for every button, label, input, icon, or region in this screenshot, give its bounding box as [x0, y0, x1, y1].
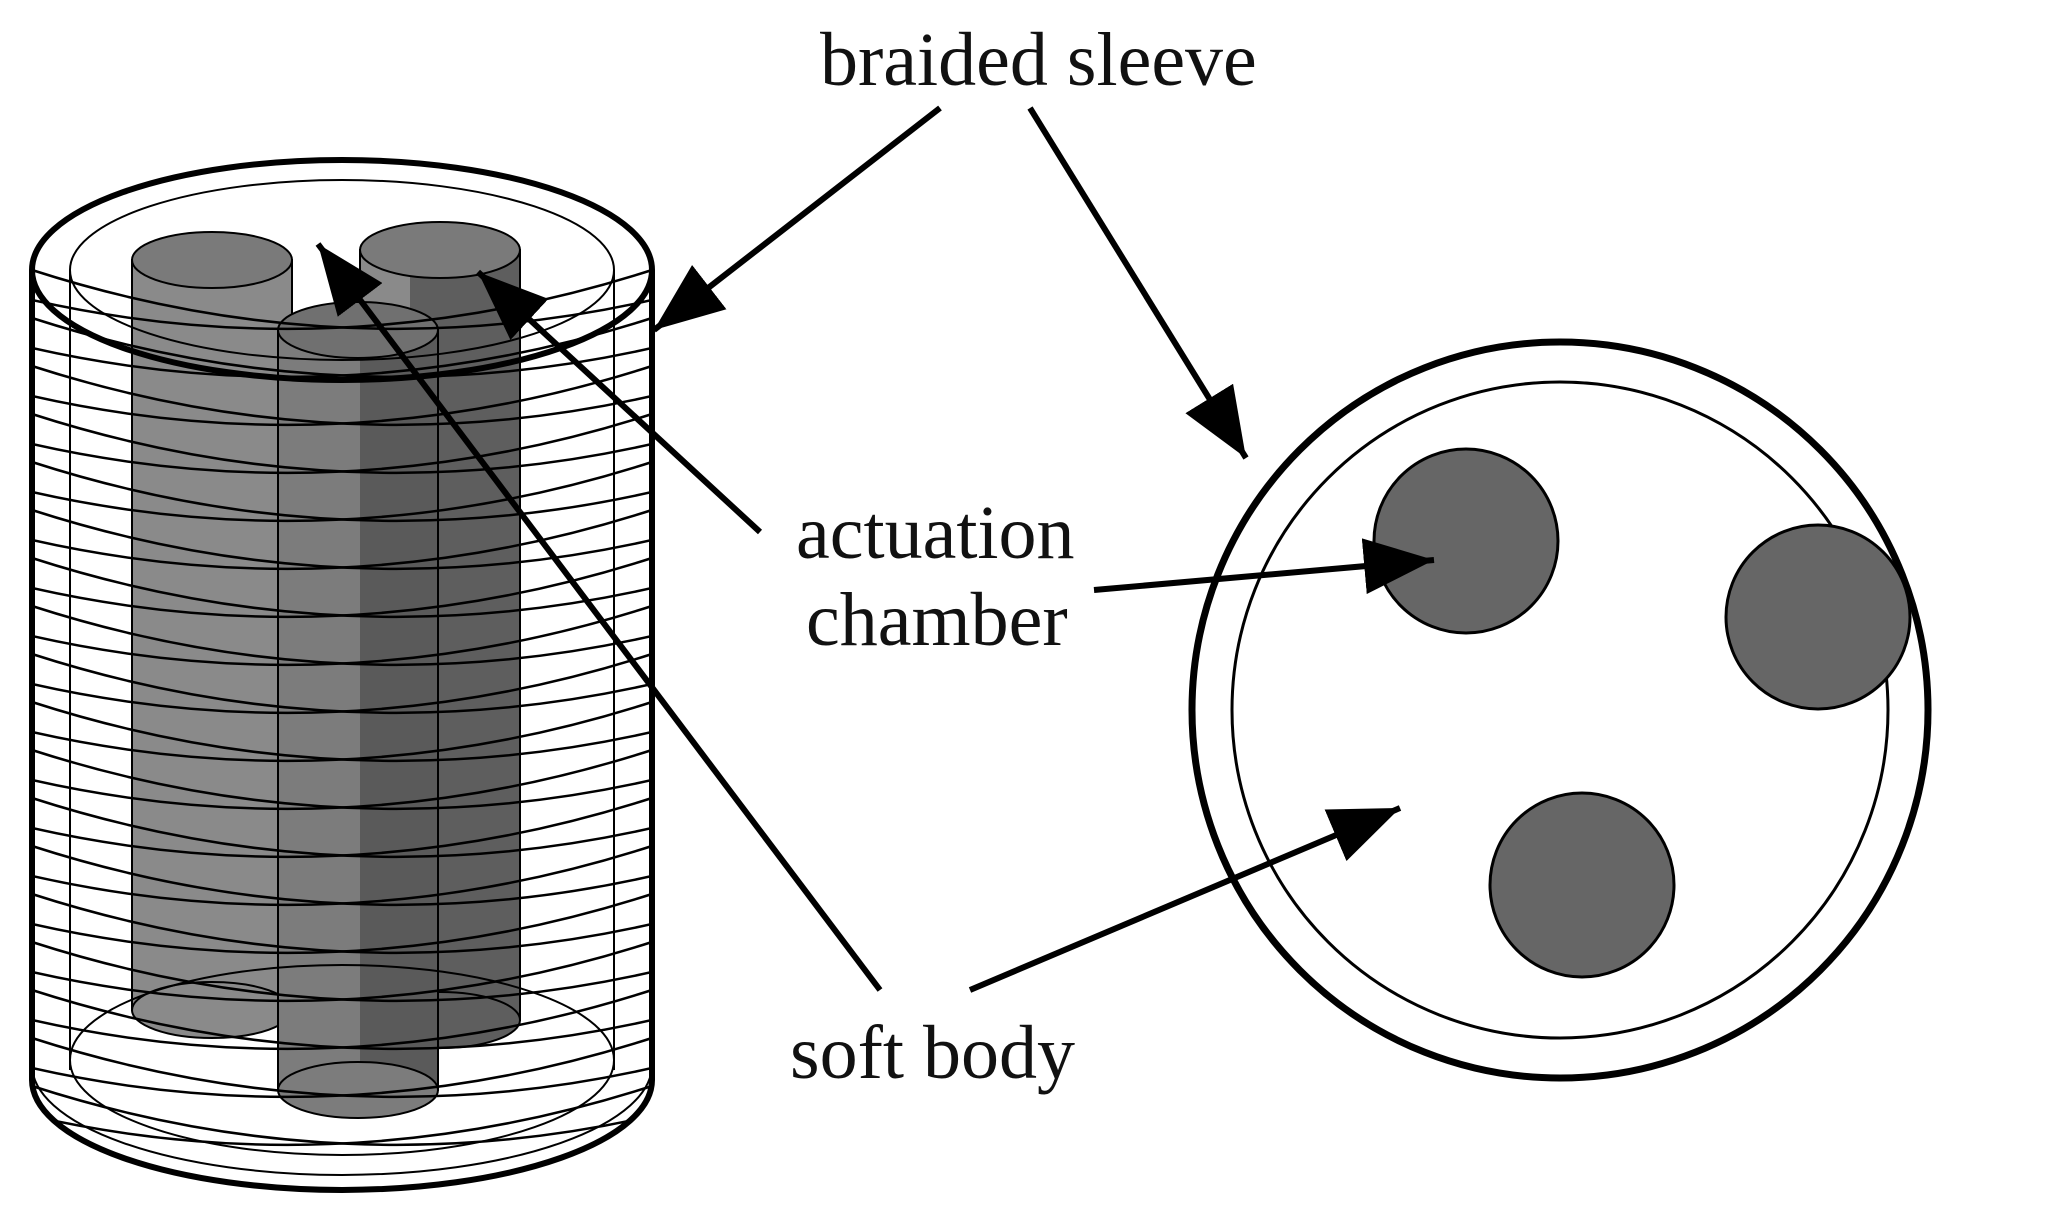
- braid-strand: [32, 412, 652, 475]
- braid-strand: [32, 988, 652, 1051]
- braid-strand: [32, 556, 652, 619]
- braid-strand: [32, 940, 652, 1003]
- braid-strand: [32, 316, 652, 379]
- braid-strand: [32, 700, 652, 763]
- label-braided-sleeve: braided sleeve: [820, 18, 1257, 102]
- cross-section-view: [1188, 338, 1932, 1082]
- arrow-actuation-chamber-right: [1093, 538, 1435, 595]
- soft-body-outline-3d: [69, 270, 615, 1156]
- arrow-actuation-chamber-left: [475, 269, 763, 535]
- braid-strand: [32, 508, 652, 571]
- braid-strand: [32, 748, 652, 811]
- label-chamber: chamber: [806, 578, 1068, 662]
- chamber-circle-3: [1488, 791, 1676, 979]
- braid-strand: [32, 268, 652, 331]
- braid-strand: [32, 844, 652, 907]
- annotation-arrows: [315, 105, 1435, 993]
- outer-cylinder-outline: [29, 157, 655, 1193]
- braid-strand: [32, 1084, 652, 1147]
- braid-strand: [32, 652, 652, 715]
- braid-strand: [32, 1036, 652, 1099]
- cylinder-3d-view: [29, 157, 655, 1193]
- inner-tubes: [131, 221, 521, 1119]
- braided-sleeve-mesh: [32, 268, 652, 1147]
- arrow-braided-sleeve-right: [1027, 106, 1249, 460]
- braid-strand: [32, 460, 652, 523]
- braid-strand: [32, 892, 652, 955]
- label-soft-body: soft body: [790, 1011, 1075, 1095]
- label-actuation: actuation: [796, 491, 1075, 575]
- arrow-soft-body-right: [968, 805, 1402, 993]
- tube-back-left: [131, 231, 293, 1039]
- arrow-soft-body-left: [315, 242, 883, 992]
- braid-strand: [32, 604, 652, 667]
- braid-strand: [32, 364, 652, 427]
- chamber-circle-2: [1724, 523, 1912, 711]
- arrow-braided-sleeve-left: [652, 105, 942, 333]
- braid-strand: [32, 796, 652, 859]
- chamber-circle-1: [1372, 447, 1560, 635]
